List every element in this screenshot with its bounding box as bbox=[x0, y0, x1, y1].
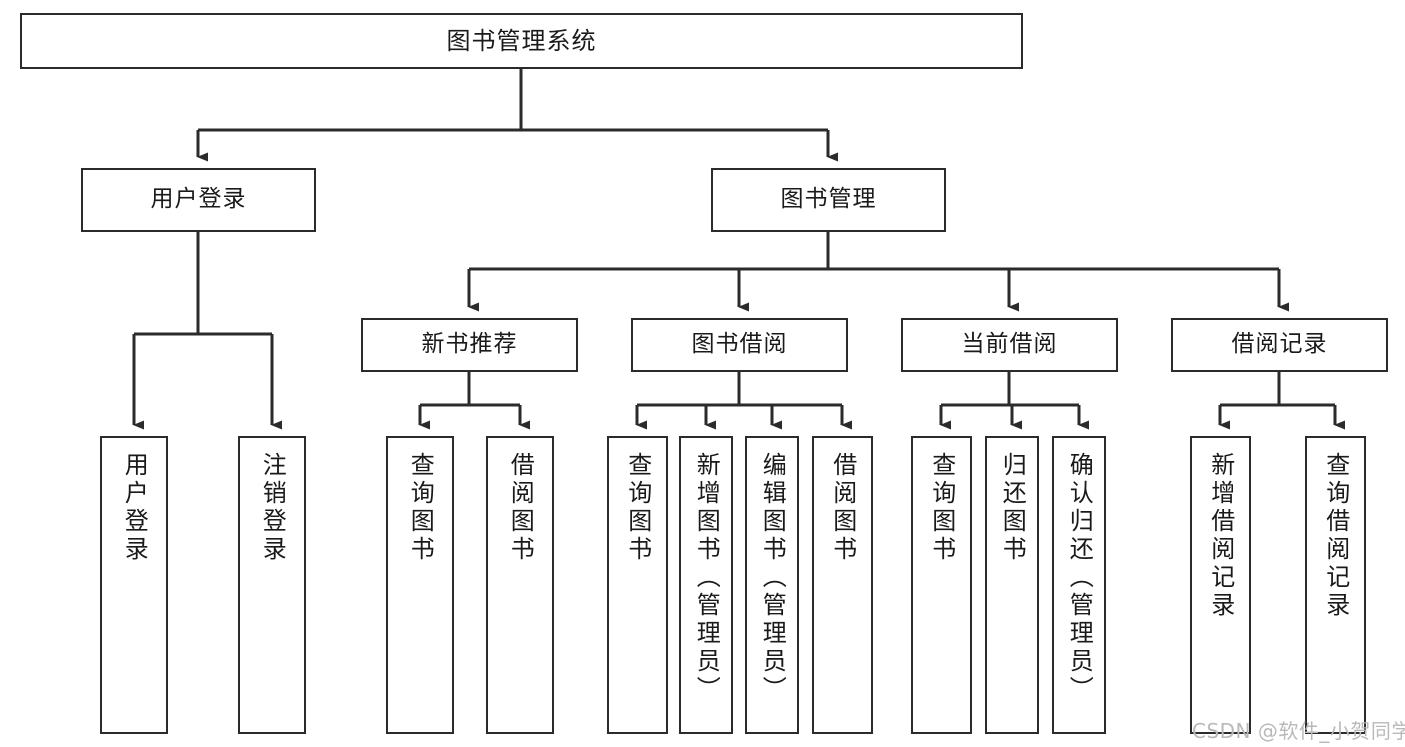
leaf-node-10[interactable]: 确认归还（管理员） bbox=[1052, 436, 1106, 734]
level2-node-1[interactable]: 图书管理 bbox=[711, 168, 946, 232]
leaf-node-0[interactable]: 用户登录 bbox=[100, 436, 168, 734]
node-label: 图书管理系统 bbox=[446, 26, 597, 55]
node-label: 编辑图书（管理员） bbox=[758, 452, 787, 704]
watermark-text: CSDN @软件_小贺同学 bbox=[1192, 719, 1405, 743]
node-label: 查询图书 bbox=[927, 452, 956, 564]
leaf-node-6[interactable]: 编辑图书（管理员） bbox=[745, 436, 799, 734]
node-label: 用户登录 bbox=[150, 186, 247, 213]
leaf-node-8[interactable]: 查询图书 bbox=[911, 436, 972, 734]
leaf-node-4[interactable]: 查询图书 bbox=[607, 436, 668, 734]
leaf-node-12[interactable]: 查询借阅记录 bbox=[1305, 436, 1366, 734]
node-label: 查询借阅记录 bbox=[1321, 452, 1350, 620]
level2-node-0[interactable]: 用户登录 bbox=[81, 168, 316, 232]
node-label: 用户登录 bbox=[120, 452, 149, 564]
node-label: 查询图书 bbox=[406, 452, 435, 564]
leaf-node-11[interactable]: 新增借阅记录 bbox=[1190, 436, 1251, 734]
node-label: 当前借阅 bbox=[961, 331, 1058, 358]
node-label: 借阅记录 bbox=[1231, 331, 1328, 358]
node-label: 新书推荐 bbox=[421, 331, 518, 358]
node-label: 借阅图书 bbox=[506, 452, 535, 564]
level3-node-2[interactable]: 当前借阅 bbox=[901, 318, 1118, 372]
node-label: 新增图书（管理员） bbox=[692, 452, 721, 704]
level3-node-3[interactable]: 借阅记录 bbox=[1171, 318, 1388, 372]
tree-connectors bbox=[132, 69, 1345, 430]
node-label: 图书管理 bbox=[780, 186, 877, 213]
node-label: 查询图书 bbox=[623, 452, 652, 564]
node-label: 注销登录 bbox=[258, 452, 287, 564]
leaf-node-3[interactable]: 借阅图书 bbox=[486, 436, 554, 734]
node-label: 借阅图书 bbox=[828, 452, 857, 564]
node-label: 确认归还（管理员） bbox=[1065, 452, 1094, 704]
node-label: 新增借阅记录 bbox=[1206, 452, 1235, 620]
leaf-node-7[interactable]: 借阅图书 bbox=[812, 436, 873, 734]
node-label: 图书借阅 bbox=[691, 331, 788, 358]
level3-node-1[interactable]: 图书借阅 bbox=[631, 318, 848, 372]
leaf-node-9[interactable]: 归还图书 bbox=[985, 436, 1039, 734]
root-node-0[interactable]: 图书管理系统 bbox=[20, 13, 1023, 69]
leaf-node-1[interactable]: 注销登录 bbox=[238, 436, 306, 734]
leaf-node-2[interactable]: 查询图书 bbox=[386, 436, 454, 734]
node-label: 归还图书 bbox=[998, 452, 1027, 564]
level3-node-0[interactable]: 新书推荐 bbox=[361, 318, 578, 372]
leaf-node-5[interactable]: 新增图书（管理员） bbox=[679, 436, 733, 734]
